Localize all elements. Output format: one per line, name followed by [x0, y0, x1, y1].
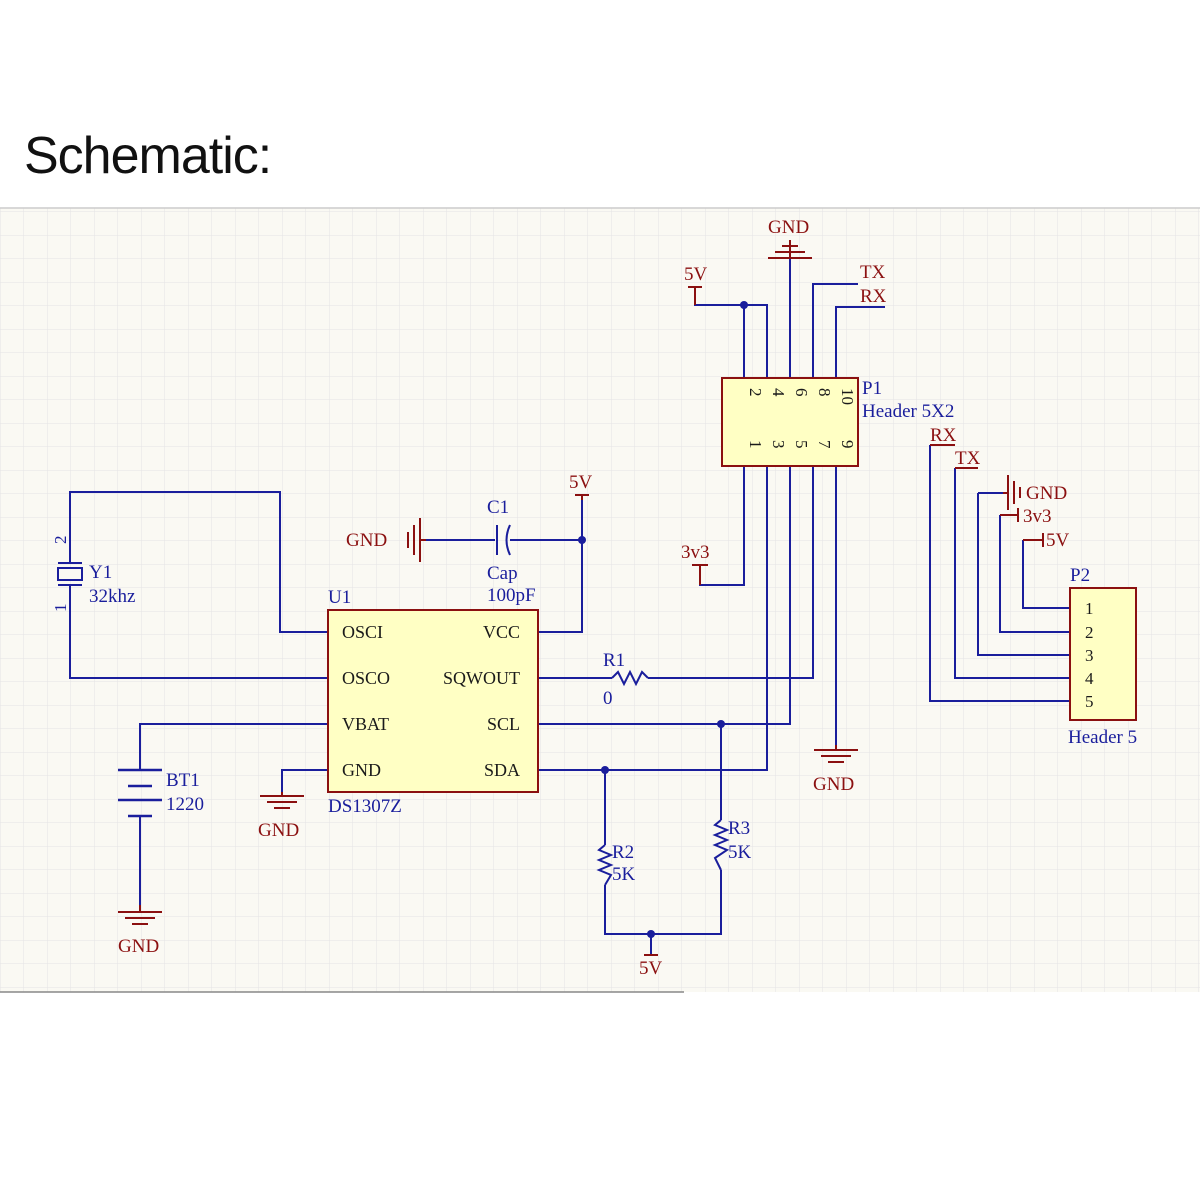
u1-pin-sda: SDA [484, 760, 520, 780]
junctions [578, 301, 748, 938]
y1-value: 32khz [89, 586, 135, 607]
rx-p2-label: RX [930, 425, 957, 446]
gnd-c1-label: GND [346, 530, 387, 551]
p2-header [1069, 587, 1137, 721]
v5-c1-label: 5V [569, 472, 593, 493]
rx-top-label: RX [860, 286, 887, 307]
c1-type: Cap [487, 563, 518, 584]
v3v3-left-label: 3v3 [681, 542, 710, 563]
y1-crystal [57, 540, 83, 608]
u1-pin-gnd: GND [342, 760, 381, 780]
p1-pin-4: 4 [769, 388, 788, 397]
y1-pin-2: 2 [51, 536, 70, 545]
u1-pin-sqwout: SQWOUT [443, 668, 520, 688]
c1-value: 100pF [487, 585, 536, 606]
u1-pin-vbat: VBAT [342, 714, 389, 734]
p2-designator: P2 [1070, 565, 1090, 586]
r2-value: 5K [612, 864, 636, 885]
r3-value: 5K [728, 842, 752, 863]
p2-part: Header 5 [1068, 727, 1137, 748]
p1-header [721, 377, 859, 467]
schematic-grid [0, 208, 1200, 992]
p1-pin-2: 2 [746, 388, 765, 397]
gnd-top-label: GND [768, 217, 809, 238]
v5-p2-label: 5V [1046, 530, 1070, 551]
u1-pin-scl: SCL [487, 714, 520, 734]
gnd-p1-label: GND [813, 774, 854, 795]
u1-pin-vcc: VCC [483, 622, 520, 642]
p2-pin-4: 4 [1085, 669, 1094, 688]
v3v3-p2-label: 3v3 [1023, 506, 1052, 527]
gnd-u1-label: GND [258, 820, 299, 841]
u1-pin-osco: OSCO [342, 668, 390, 688]
gnd-bt1-label: GND [118, 936, 159, 957]
r1-value: 0 [603, 688, 613, 709]
tx-p2-label: TX [955, 448, 981, 469]
r3-designator: R3 [728, 818, 750, 839]
p2-pin-2: 2 [1085, 623, 1094, 642]
c1-designator: C1 [487, 497, 509, 518]
u1-designator: U1 [328, 587, 351, 608]
u1-chip [327, 609, 539, 793]
p1-pin-5: 5 [792, 440, 811, 449]
r2-resistor [596, 844, 614, 886]
gnd-p2-label: GND [1026, 483, 1067, 504]
p1-designator: P1 [862, 378, 882, 399]
power-symbols [118, 240, 1044, 956]
bt1-designator: BT1 [166, 770, 200, 791]
p1-pin-3: 3 [769, 440, 788, 449]
p2-pin-3: 3 [1085, 646, 1094, 665]
p2-pin-5: 5 [1085, 692, 1094, 711]
p1-part: Header 5X2 [862, 401, 954, 422]
y1-pin-1: 1 [51, 604, 70, 613]
u1-part: DS1307Z [328, 796, 402, 817]
p1-pin-9: 9 [838, 440, 857, 449]
r1-resistor [611, 669, 649, 687]
p1-pin-6: 6 [792, 388, 811, 397]
r1-designator: R1 [603, 650, 625, 671]
p2-pin-1: 1 [1085, 599, 1094, 618]
p1-pin-10: 10 [838, 388, 857, 405]
bt1-value: 1220 [166, 794, 204, 815]
bt1-battery [118, 768, 162, 818]
r2-designator: R2 [612, 842, 634, 863]
v5-top-label: 5V [684, 264, 708, 285]
tx-top-label: TX [860, 262, 886, 283]
p1-pin-8: 8 [815, 388, 834, 397]
c1-capacitor [496, 524, 511, 556]
v5-bottom-label: 5V [639, 958, 663, 979]
p1-pin-1: 1 [746, 440, 765, 449]
p1-pin-7: 7 [815, 440, 834, 449]
u1-pin-osci: OSCI [342, 622, 383, 642]
page-heading: Schematic: [24, 127, 272, 185]
r3-resistor [712, 819, 730, 871]
y1-designator: Y1 [89, 562, 112, 583]
wires [69, 258, 1070, 955]
